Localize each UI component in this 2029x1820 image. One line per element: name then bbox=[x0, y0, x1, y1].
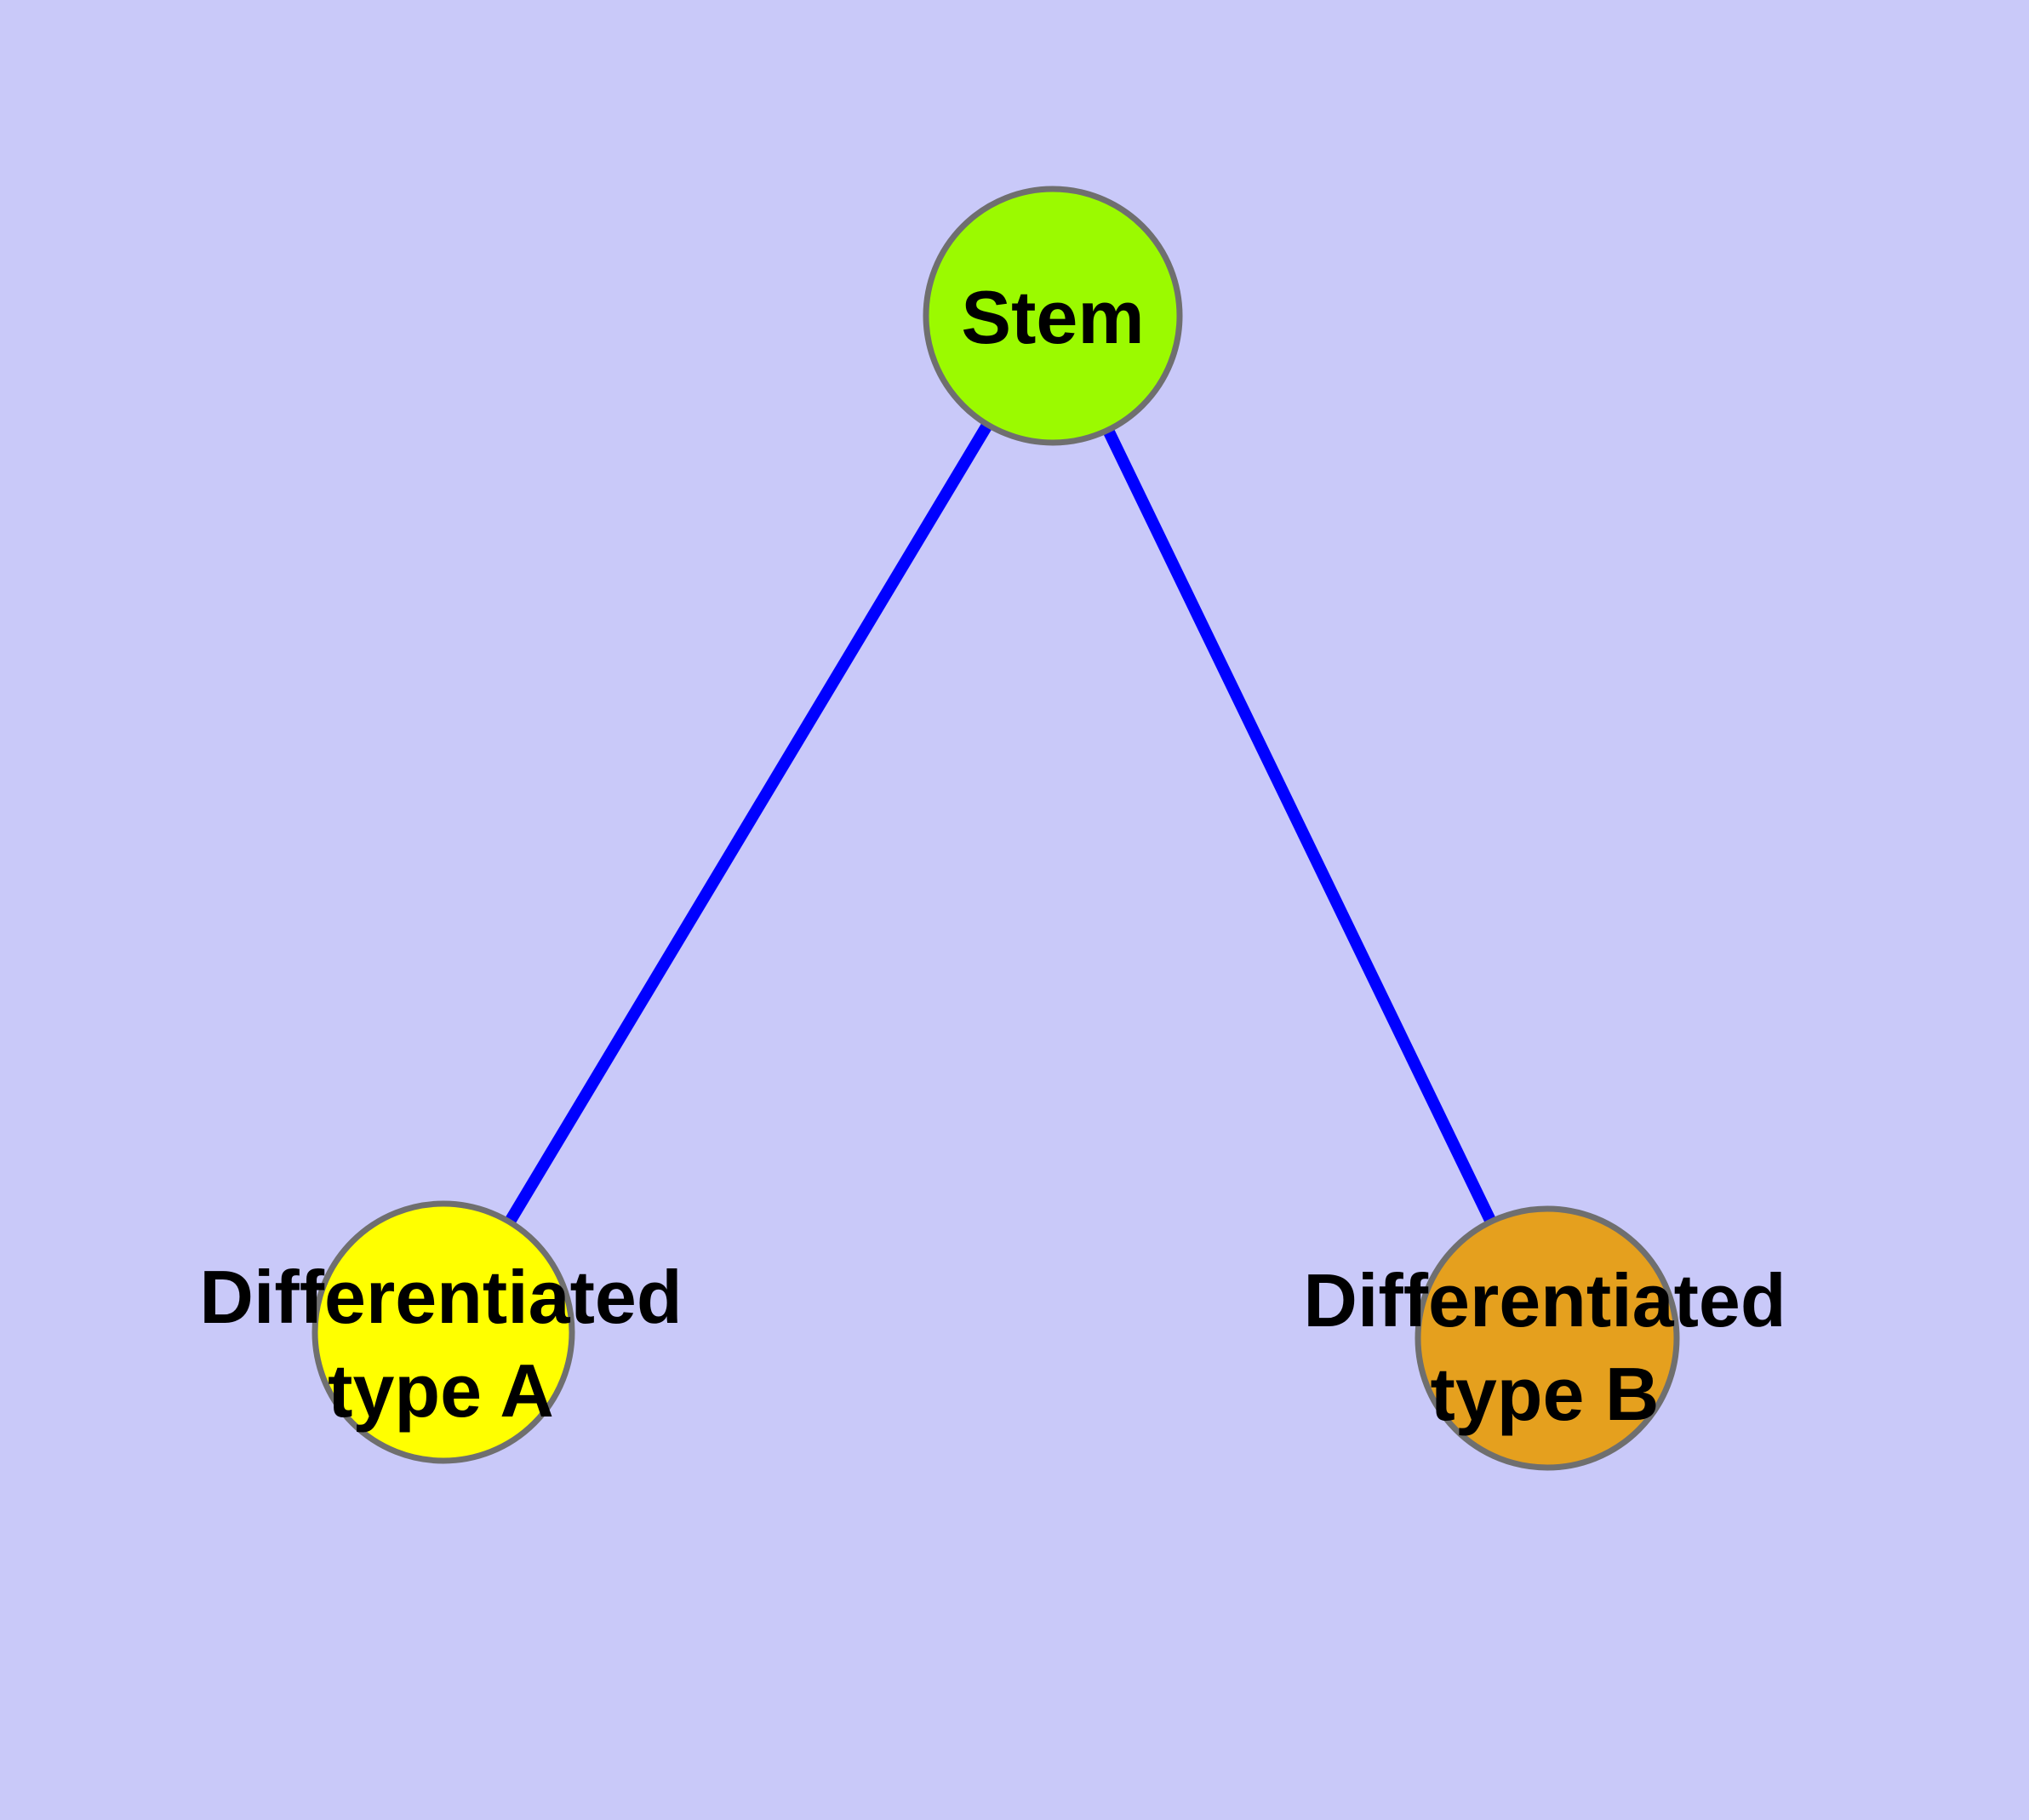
node-stem-circle bbox=[923, 186, 1183, 446]
node-differentiated-type-a-circle bbox=[311, 1200, 575, 1464]
node-differentiated-type-a-label-line1: Differentiated bbox=[199, 1255, 682, 1339]
edge-stem-to-type-a bbox=[437, 312, 1059, 1336]
node-differentiated-type-b: Differentiated type B bbox=[1303, 1205, 1786, 1471]
node-differentiated-type-b-label-line1: Differentiated bbox=[1303, 1258, 1786, 1342]
edge-stem-to-type-b bbox=[1047, 312, 1553, 1342]
node-differentiated-type-b-circle bbox=[1415, 1205, 1680, 1471]
node-differentiated-type-a-label-line2: type A bbox=[328, 1348, 554, 1433]
node-stem-label: Stem bbox=[961, 275, 1144, 359]
node-stem: Stem bbox=[923, 186, 1183, 446]
node-differentiated-type-a: Differentiated type A bbox=[199, 1200, 683, 1464]
node-differentiated-type-b-label-line2: type B bbox=[1431, 1352, 1660, 1436]
